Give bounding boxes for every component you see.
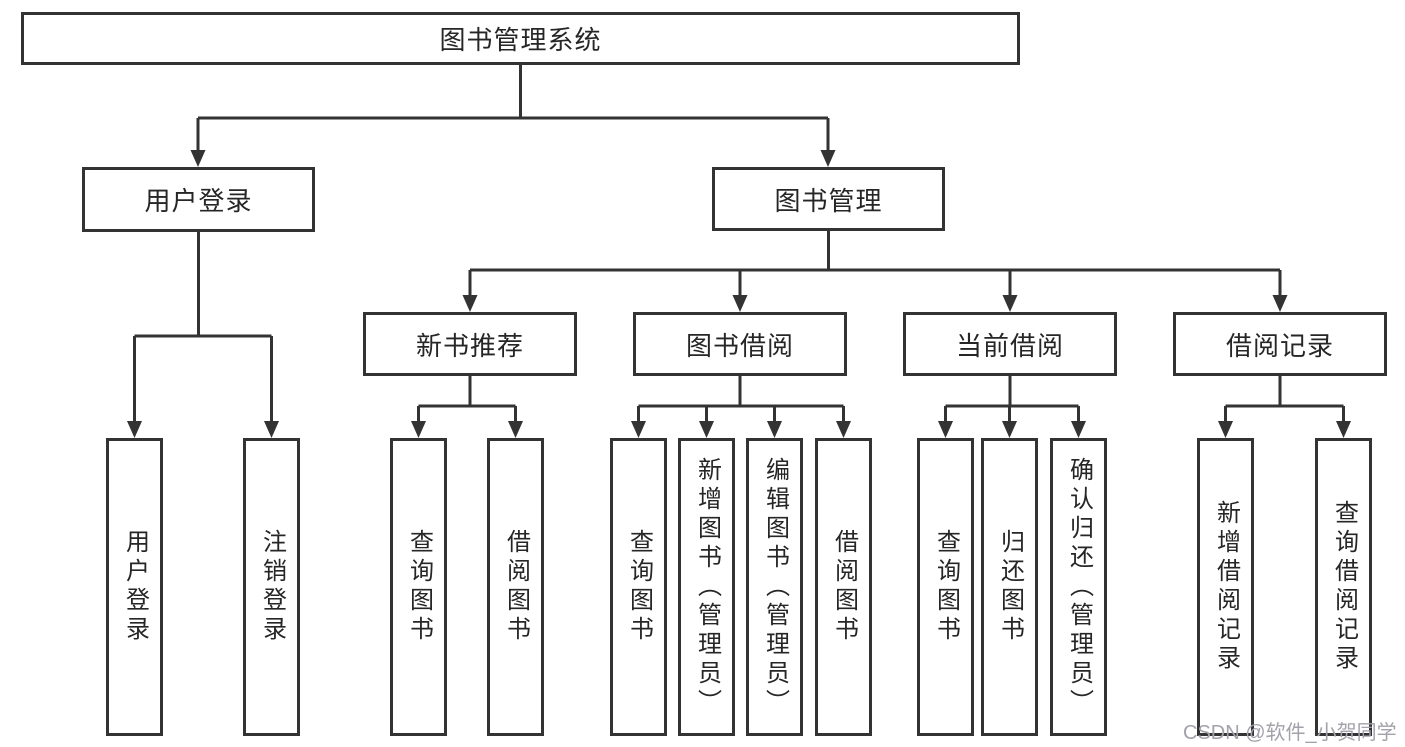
node-library-management-system: 图书管理系统 [21, 12, 1020, 65]
arrowhead [1336, 421, 1351, 438]
arrowhead [190, 150, 206, 167]
arrowhead [938, 421, 953, 438]
node-book-borrowing: 图书借阅 [633, 312, 847, 376]
arrowhead [264, 421, 279, 438]
leaf-borrow-books-recommend: 借阅图书 [487, 438, 544, 736]
leaf-confirm-return-admin: 确认归还（管理员） [1050, 438, 1107, 736]
leaf-query-books-borrowing: 查询图书 [610, 438, 667, 736]
leaf-edit-books-admin: 编辑图书（管理员） [746, 438, 803, 736]
node-user-login: 用户登录 [82, 167, 315, 232]
node-new-book-recommend: 新书推荐 [363, 312, 577, 376]
leaf-add-books-admin: 新增图书（管理员） [678, 438, 735, 736]
arrowhead [1002, 421, 1017, 438]
arrowhead [1218, 421, 1233, 438]
arrowhead [1272, 295, 1288, 312]
leaf-logout: 注销登录 [243, 438, 300, 736]
arrowhead [1071, 421, 1086, 438]
arrowhead [732, 295, 748, 312]
leaf-user-login: 用户登录 [106, 438, 163, 736]
arrowhead [836, 421, 851, 438]
arrowhead [631, 421, 646, 438]
arrowhead [1002, 295, 1018, 312]
csdn-watermark: CSDN @软件_小贺同学 [1183, 722, 1397, 744]
leaf-return-books: 归还图书 [981, 438, 1038, 736]
leaf-query-books-recommend: 查询图书 [390, 438, 447, 736]
arrowhead [411, 421, 426, 438]
leaf-query-books-current: 查询图书 [917, 438, 974, 736]
connector-borrowrecord-to-leaves [1224, 376, 1345, 423]
leaf-add-borrow-record: 新增借阅记录 [1197, 438, 1254, 736]
arrowhead [508, 421, 523, 438]
arrowhead [462, 295, 478, 312]
connector-userlogin-to-leaves [133, 232, 273, 423]
arrowhead [699, 421, 714, 438]
arrowhead [767, 421, 782, 438]
arrowhead [127, 421, 142, 438]
node-borrowing-records: 借阅记录 [1173, 312, 1387, 376]
connector-currentborrow-to-leaves [944, 376, 1080, 423]
node-book-management: 图书管理 [712, 167, 945, 231]
leaf-borrow-books: 借阅图书 [815, 438, 872, 736]
connector-root-to-level2 [196, 65, 830, 152]
connector-bookmgmt-to-level3 [468, 231, 1282, 297]
arrowhead [820, 150, 836, 167]
leaf-query-borrow-record: 查询借阅记录 [1315, 438, 1372, 736]
node-current-borrowing: 当前借阅 [903, 312, 1117, 376]
connector-newbookrec-to-leaves [417, 376, 517, 423]
connector-bookborrow-to-leaves [637, 376, 845, 423]
